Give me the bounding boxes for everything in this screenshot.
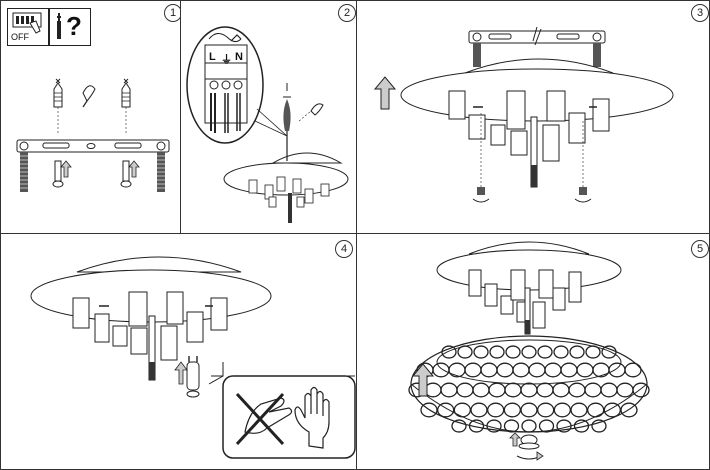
step-1-number: 1	[164, 4, 180, 22]
step-4-drawing	[30, 256, 356, 459]
live-label: L	[209, 51, 216, 63]
neutral-label: N	[235, 51, 243, 63]
step-4-number: 4	[335, 240, 353, 258]
step-5-drawing	[408, 241, 650, 461]
fixing-screw-left	[52, 160, 64, 188]
chandelier-shades	[72, 291, 228, 381]
step-2-number: 2	[338, 4, 356, 22]
terminal-block-zoom	[186, 26, 264, 144]
power-off-warning: OFF	[7, 8, 49, 46]
off-label: OFF	[11, 32, 29, 42]
step-4-panel: 4	[0, 233, 357, 470]
wall-plug-right	[121, 78, 131, 135]
switch-off-icon	[12, 12, 42, 34]
cross-out-icon	[235, 392, 285, 446]
bulb-g9	[186, 356, 200, 398]
canopy-base	[30, 256, 272, 323]
step-5-number: 5	[691, 240, 709, 258]
chandelier-shades	[248, 176, 330, 223]
fixing-screw-right	[120, 160, 132, 188]
up-arrow-icon	[373, 76, 397, 110]
earth-symbol-icon: ⏚	[221, 54, 232, 66]
threaded-rod-right	[157, 152, 165, 192]
threaded-rod-left	[20, 152, 28, 192]
gloved-hand-icon	[294, 386, 330, 449]
decorative-rings	[408, 345, 650, 433]
chandelier-shades	[468, 269, 582, 335]
wall-plug-left	[53, 78, 63, 135]
zoom-pointer-lines	[254, 108, 288, 137]
tools-warning: ?	[49, 8, 91, 46]
step-2-drawing	[186, 26, 349, 223]
step-3-number: 3	[691, 4, 709, 22]
up-arrow-icon	[509, 432, 521, 447]
drill-icon	[82, 85, 96, 108]
tools-icon	[57, 13, 61, 39]
step-3-panel: 3	[356, 0, 710, 234]
step-2-panel: 2	[180, 0, 357, 234]
up-arrow-icon	[411, 363, 435, 397]
up-arrow-icon	[174, 361, 188, 385]
question-mark-label: ?	[66, 11, 82, 41]
up-arrow-icon	[128, 160, 140, 178]
wiring-bundle	[283, 83, 324, 161]
canopy-base	[400, 58, 674, 122]
cap-nut-left	[472, 113, 490, 203]
step-1-panel: 1 OFF ?	[0, 0, 181, 234]
mounting-bracket	[16, 139, 170, 153]
cap-nut-right	[574, 121, 592, 203]
canopy-base	[436, 241, 622, 291]
up-arrow-icon	[60, 160, 72, 178]
chandelier-shades	[448, 90, 610, 188]
step-3-drawing	[373, 26, 674, 203]
rotate-arrow-icon	[516, 451, 544, 461]
finial-knob	[518, 434, 540, 450]
step-1-drawing	[16, 78, 170, 192]
step-5-panel: 5	[356, 233, 710, 470]
mounting-bracket	[468, 26, 606, 67]
